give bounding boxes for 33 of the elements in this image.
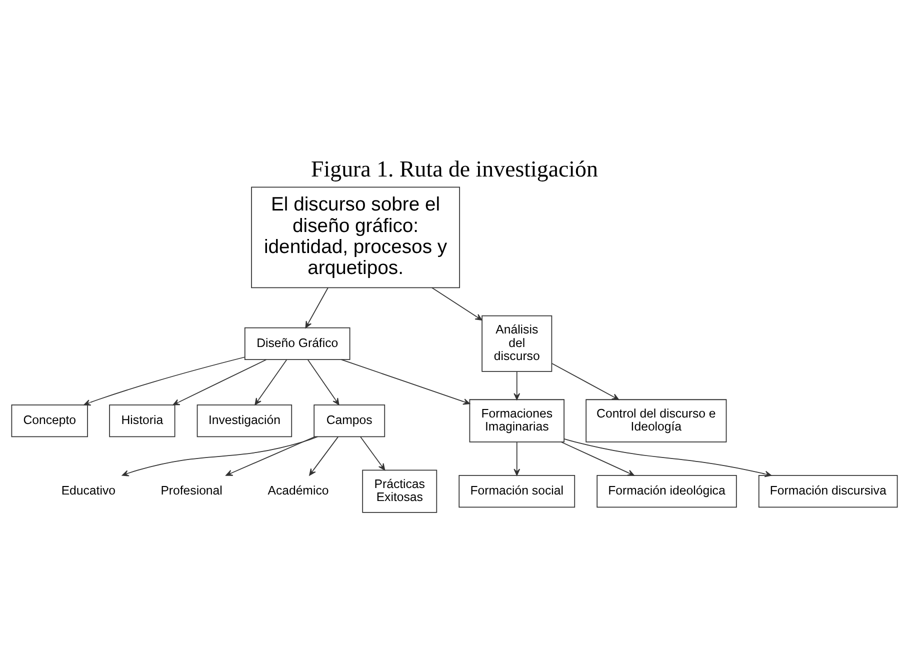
arrow xyxy=(340,358,470,404)
node-box: Investigación xyxy=(196,404,292,437)
arrow xyxy=(305,286,328,328)
arrow xyxy=(84,356,246,406)
node-box: Formación ideológica xyxy=(596,474,737,508)
arrow xyxy=(432,286,482,320)
node-text: Profesional xyxy=(160,483,222,498)
arrow xyxy=(514,441,520,476)
node-box: Prácticas Exitosas xyxy=(362,469,438,512)
arrow xyxy=(172,358,267,405)
node-text: Académico xyxy=(268,483,329,498)
node-box: Análisis del discurso xyxy=(482,314,552,372)
arrow xyxy=(309,436,338,476)
arrow xyxy=(360,436,386,470)
diagram-title: Figura 1. Ruta de investigación xyxy=(311,156,598,181)
node-box: El discurso sobre el diseño gráfico: identidad, procesos y arquetipos. xyxy=(251,186,460,288)
arrow xyxy=(307,358,340,405)
node-box: Formación social xyxy=(458,474,576,508)
arrow xyxy=(514,370,520,400)
arrow xyxy=(561,441,634,476)
node-box: Formaciones Imaginarias xyxy=(469,398,564,442)
node-box: Campos xyxy=(314,404,386,437)
node-box: Formación discursiva xyxy=(758,474,898,508)
node-box: Historia xyxy=(109,404,176,437)
node-box: Diseño Gráfico xyxy=(244,326,350,360)
node-text: Educativo xyxy=(61,483,116,498)
arrow xyxy=(226,436,316,476)
node-box: Concepto xyxy=(11,404,88,437)
arrow xyxy=(552,362,620,400)
arrow xyxy=(564,438,772,477)
arrow xyxy=(122,436,318,476)
node-box: Control del discurso e Ideología xyxy=(586,398,727,442)
arrow xyxy=(254,358,288,405)
